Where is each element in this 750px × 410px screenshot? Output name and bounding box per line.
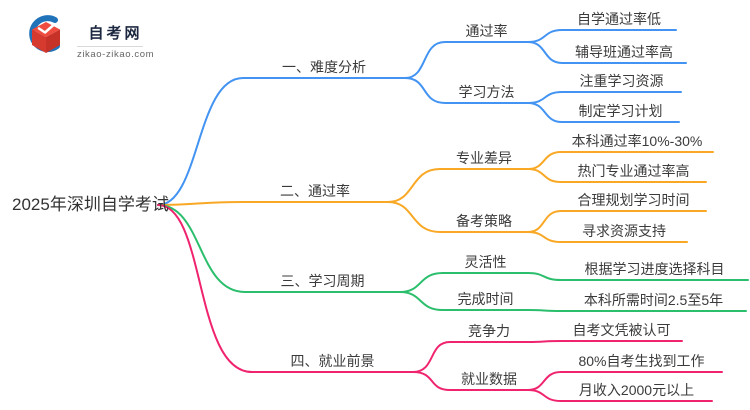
connector-path [527, 309, 747, 312]
connector-path [527, 340, 683, 343]
connector-path [157, 201, 389, 206]
connector-path [157, 204, 414, 373]
node-self-study-pass-rate-low: 自学通过率低 [577, 11, 661, 27]
node-employment-prospects: 四、就业前景 [290, 353, 375, 369]
connector-path [527, 272, 749, 281]
connector-path [527, 210, 707, 233]
connector-path [527, 389, 713, 402]
root-node: 2025年深圳自学考试 [12, 195, 169, 214]
node-employment-data: 就业数据 [461, 371, 517, 387]
connector-path [412, 341, 529, 373]
node-seek-resource-support: 寻求资源支持 [582, 223, 666, 239]
connector-path [527, 102, 680, 123]
connector-path [527, 231, 688, 243]
node-undergrad-pass-rate-10-30: 本科通过率10%-30% [571, 133, 703, 149]
connector-path [399, 272, 529, 293]
node-plan-study-time: 合理规划学习时间 [577, 192, 690, 208]
node-undergrad-time-2-5-to-5-years: 本科所需时间2.5至5年 [583, 292, 724, 308]
node-popular-major-pass-rate-high: 热门专业通过率高 [577, 163, 690, 179]
logo-divider [77, 46, 143, 47]
node-completion-time: 完成时间 [457, 291, 514, 307]
branch-passrate-connectors [157, 151, 714, 243]
logo-icon [29, 15, 60, 53]
node-pass-rate: 通过率 [465, 23, 508, 39]
node-study-cycle: 三、学习周期 [280, 273, 365, 289]
connector-path [157, 204, 401, 293]
node-80-percent-find-jobs: 80%自考生找到工作 [578, 353, 705, 369]
connector-path [399, 291, 529, 311]
connector-path [527, 168, 707, 183]
logo-title: 自考网 [88, 25, 143, 42]
logo-cube-left [32, 29, 46, 53]
connector-path [404, 77, 529, 104]
connector-path [527, 41, 687, 64]
connector-path [404, 41, 529, 79]
connector-path [157, 77, 406, 206]
logo-site-url: zikao-zikao.com [77, 49, 155, 60]
node-major-differences: 专业差异 [456, 150, 512, 166]
branch-studycycle-connectors [157, 204, 749, 312]
connector-path [412, 371, 529, 391]
node-choose-subjects-by-progress: 根据学习进度选择科目 [584, 261, 725, 277]
node-prep-strategy: 备考策略 [456, 213, 512, 229]
node-focus-study-resources: 注重学习资源 [579, 73, 664, 89]
node-flexibility: 灵活性 [464, 254, 507, 270]
site-logo: 自考网 zikao-zikao.com [24, 12, 154, 60]
logo-text-block: 自考网 zikao-zikao.com [77, 12, 154, 60]
node-difficulty-analysis: 一、难度分析 [282, 59, 366, 75]
branch-employment-connectors [157, 204, 723, 402]
node-study-methods: 学习方法 [458, 84, 515, 100]
node-tutoring-class-pass-rate-high: 辅导班通过率高 [575, 44, 673, 60]
logo-check-mark [37, 24, 55, 34]
node-make-study-plan: 制定学习计划 [578, 103, 663, 119]
branch-difficulty-connectors [157, 29, 687, 206]
node-pass-rate-overview: 二、通过率 [280, 183, 350, 199]
logo-cube-right [46, 29, 60, 53]
connector-path [387, 168, 529, 203]
connector-path [387, 201, 529, 233]
node-competitiveness: 竞争力 [468, 323, 510, 339]
node-self-exam-diploma-recognized: 自考文凭被认可 [572, 322, 671, 338]
connector-path [527, 29, 677, 43]
node-monthly-income-above-2000: 月收入2000元以上 [578, 382, 695, 398]
